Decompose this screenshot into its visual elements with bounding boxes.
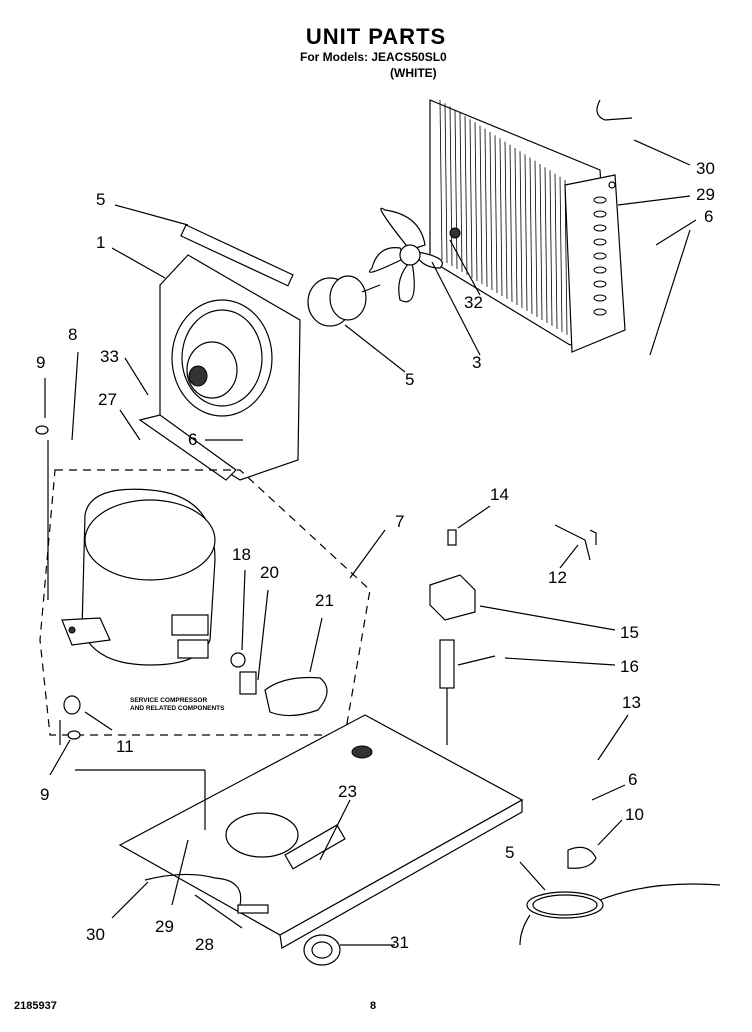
callout-6c: 6 bbox=[628, 770, 637, 789]
callout-2: 5 bbox=[96, 190, 105, 209]
compressor-note-line1: SERVICE COMPRESSOR bbox=[130, 697, 207, 704]
callout-4: 5 bbox=[405, 370, 414, 389]
coil-tube bbox=[593, 266, 607, 274]
callout-13: 13 bbox=[622, 693, 641, 712]
drain-hose bbox=[554, 524, 597, 561]
condenser-fin bbox=[494, 135, 498, 294]
foot bbox=[303, 934, 341, 966]
coil-tube bbox=[593, 252, 607, 260]
coil-tube bbox=[593, 210, 607, 218]
coil-tube bbox=[593, 238, 607, 246]
callout-6b: 6 bbox=[704, 207, 713, 226]
condenser-fin bbox=[474, 122, 478, 282]
condenser-fin bbox=[484, 128, 488, 288]
coil-tube bbox=[593, 224, 607, 232]
condenser-fin bbox=[519, 151, 523, 309]
condenser-fin bbox=[439, 99, 443, 261]
fan-shroud bbox=[138, 224, 301, 481]
callout-32: 32 bbox=[464, 293, 483, 312]
callout-6a: 6 bbox=[188, 430, 197, 449]
leader-lines bbox=[44, 139, 697, 946]
condenser-fin bbox=[514, 147, 518, 306]
callout-33: 33 bbox=[100, 347, 119, 366]
coil-tube bbox=[593, 196, 607, 204]
condenser-fin bbox=[539, 163, 543, 321]
callout-10: 10 bbox=[625, 805, 644, 824]
callout-1: 1 bbox=[96, 233, 105, 252]
callout-8: 8 bbox=[68, 325, 77, 344]
condenser-fin bbox=[549, 170, 553, 327]
condenser-fin bbox=[459, 112, 463, 273]
coil-tube bbox=[593, 308, 607, 316]
coil-tube bbox=[593, 294, 607, 302]
callout-30: 30 bbox=[86, 925, 105, 944]
condenser-fin bbox=[444, 103, 448, 264]
condenser-fin bbox=[479, 125, 483, 285]
base-pan bbox=[118, 714, 524, 949]
condenser-fin bbox=[454, 109, 458, 270]
compressor-note-line2: AND RELATED COMPONENTS bbox=[130, 705, 225, 712]
coil-tube bbox=[593, 280, 607, 288]
callout-9b: 9 bbox=[40, 785, 49, 804]
solenoid-valve bbox=[429, 529, 496, 745]
condenser-coil bbox=[429, 99, 633, 353]
callout-27: 27 bbox=[98, 390, 117, 409]
callout-16: 16 bbox=[620, 657, 639, 676]
condenser-fin bbox=[559, 176, 563, 333]
condenser-fin bbox=[489, 131, 493, 291]
callout-18: 18 bbox=[232, 545, 251, 564]
callout-24: 29 bbox=[696, 185, 715, 204]
compressor-group: SERVICE COMPRESSOR AND RELATED COMPONENT… bbox=[39, 469, 371, 736]
page-number: 8 bbox=[370, 1000, 377, 1012]
page-title: UNIT PARTS bbox=[305, 24, 447, 49]
callout-12: 12 bbox=[548, 568, 567, 587]
callout-7: 7 bbox=[395, 512, 404, 531]
fan-motor bbox=[307, 275, 381, 327]
condenser-fin bbox=[499, 138, 503, 297]
grommets bbox=[35, 425, 81, 740]
condenser-fin bbox=[524, 154, 528, 312]
color-line: (WHITE) bbox=[390, 66, 437, 80]
callout-29: 29 bbox=[155, 917, 174, 936]
model-line: For Models: JEACS50SL0 bbox=[300, 50, 447, 64]
callout-5: 5 bbox=[505, 843, 514, 862]
condenser-fin bbox=[554, 173, 558, 330]
callout-21: 21 bbox=[315, 591, 334, 610]
callout-3: 3 bbox=[472, 353, 481, 372]
callout-numbers: 5 1 8 9 33 27 6 5 3 32 30 29 6 7 18 20 2… bbox=[36, 159, 715, 954]
condenser-fin bbox=[504, 141, 508, 300]
callout-20: 20 bbox=[260, 563, 279, 582]
callout-14: 14 bbox=[490, 485, 509, 504]
callout-28: 28 bbox=[195, 935, 214, 954]
power-cord bbox=[519, 846, 721, 946]
callout-11: 11 bbox=[116, 737, 134, 756]
condenser-fin bbox=[529, 157, 533, 315]
condenser-fin bbox=[464, 115, 468, 276]
condenser-fin bbox=[534, 160, 538, 318]
callout-9a: 9 bbox=[36, 353, 45, 372]
callout-15: 15 bbox=[620, 623, 639, 642]
condenser-fin bbox=[509, 144, 513, 303]
condenser-fin bbox=[469, 119, 473, 279]
doc-number: 2185937 bbox=[14, 1000, 57, 1012]
condenser-fin bbox=[544, 167, 548, 324]
fan-blade bbox=[368, 207, 461, 303]
condenser-fin bbox=[449, 106, 453, 267]
callout-23: 23 bbox=[338, 782, 357, 801]
callout-25: 30 bbox=[696, 159, 715, 178]
callout-31: 31 bbox=[390, 933, 409, 952]
